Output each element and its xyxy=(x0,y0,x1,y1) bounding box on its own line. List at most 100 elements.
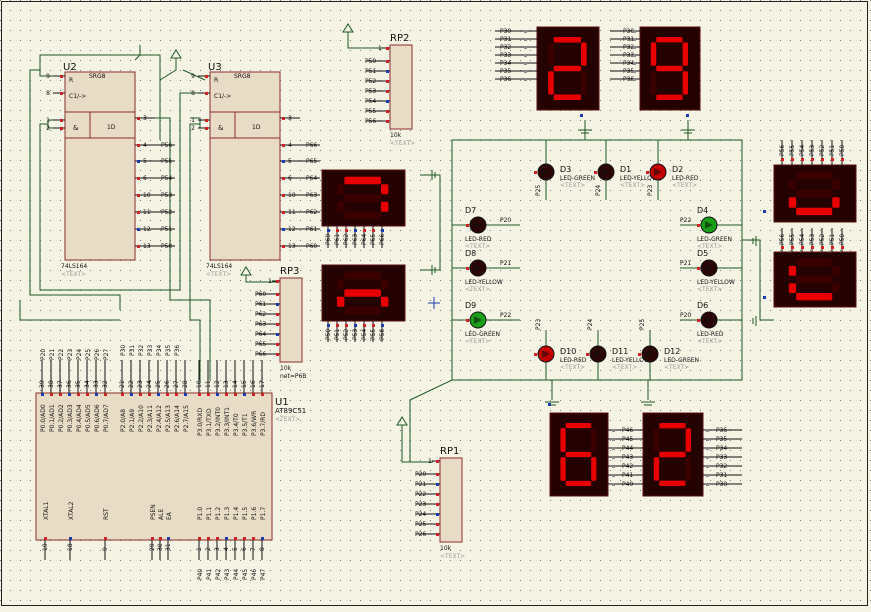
display-bottom-pair[interactable]: P46P45P44P43P42P41P40P36P35P34P33P32P31P… xyxy=(548,403,742,497)
mcu-p2-pin-label: P2.2/A10 xyxy=(138,405,145,432)
display-net: P31 xyxy=(500,36,511,43)
segment-d xyxy=(553,94,582,101)
shift-register-pin-number: 11 xyxy=(288,209,296,216)
display-net: P34 xyxy=(623,60,634,67)
mcu-pin-number: 39 xyxy=(39,380,46,388)
pin-marker xyxy=(436,483,439,486)
pin-marker xyxy=(345,324,348,327)
segment-a xyxy=(796,258,833,266)
segment-c xyxy=(380,201,389,212)
shift-register-pin-number: 3 xyxy=(288,115,292,122)
pin-marker xyxy=(276,323,279,326)
led-net: P20 xyxy=(680,312,691,319)
pin-marker xyxy=(386,100,389,103)
shift-register-pin-number: 5 xyxy=(143,158,147,165)
segment-g xyxy=(344,289,381,297)
pin-marker xyxy=(524,30,527,33)
led-net: P23 xyxy=(647,185,654,196)
pin-marker xyxy=(252,537,255,540)
shift-register-pin-number: 10 xyxy=(143,192,151,199)
resistor-pack-ref: RP1 xyxy=(440,446,459,457)
display-net: P53 xyxy=(809,234,816,245)
pin-marker xyxy=(69,537,72,540)
shift-register-and: & xyxy=(218,124,224,132)
display-top-pair[interactable]: P30P31P32P33P34P35P36P30P31P32P33P34P35P… xyxy=(495,26,701,117)
segment-g xyxy=(659,451,686,458)
segment-c xyxy=(685,457,691,481)
pin-marker xyxy=(205,119,208,122)
led-type: LED-GREEN xyxy=(697,236,732,243)
pin-marker xyxy=(261,393,264,396)
pin-marker xyxy=(130,393,133,396)
led-text: <TEXT> xyxy=(672,182,697,189)
pin-marker xyxy=(638,353,641,356)
display-net: P45 xyxy=(622,436,633,443)
mcu-pin-number: 38 xyxy=(48,380,55,388)
segment-a xyxy=(344,271,381,280)
pin-marker xyxy=(706,429,709,432)
led-arrow-icon xyxy=(594,350,602,358)
pin-marker xyxy=(580,114,583,117)
display-net: P55 xyxy=(789,234,796,245)
led-type: LED-YELLOW xyxy=(620,175,658,182)
mcu-p2-net: P31 xyxy=(129,345,136,356)
mcu-p1-pin-label: P1.6 xyxy=(251,507,258,520)
mcu-p2-pin-label: P2.0/A8 xyxy=(120,409,127,432)
pin-marker xyxy=(205,75,208,78)
shift-register-u2[interactable]: U2SRG8RC1/->&1D74LS164<TEXT>981234561011… xyxy=(46,62,175,278)
mcu-p3-pin-label: P3.1/TXD xyxy=(206,408,213,436)
display-right-pair[interactable]: P56P56P55P55P54P54P53P53P52P52P51P51P50P… xyxy=(763,140,857,308)
resistor-pack-ref: RP3 xyxy=(280,266,299,277)
shift-register-part: 74LS164 xyxy=(206,263,232,270)
pin-marker xyxy=(327,324,330,327)
pin-marker xyxy=(205,127,208,130)
mcu-pin-number: 17 xyxy=(259,380,266,388)
mcu-pin-number: 16 xyxy=(250,380,257,388)
display-net: P32 xyxy=(623,44,634,51)
pin-marker xyxy=(831,158,834,161)
pin-marker xyxy=(282,228,285,231)
pin-marker xyxy=(60,92,63,95)
resistor-pack-net: P20 xyxy=(415,471,426,478)
mcu-p1-pin-label: P1.7 xyxy=(260,507,267,520)
led-text: <TEXT> xyxy=(560,364,585,371)
mcu-pin-number: 14 xyxy=(232,380,239,388)
pin-marker xyxy=(137,228,140,231)
pin-marker xyxy=(184,393,187,396)
shift-register-pin-number: 12 xyxy=(143,226,151,233)
mcu-p0-net: P21 xyxy=(49,349,56,360)
pin-marker xyxy=(363,229,366,232)
pin-marker xyxy=(633,70,636,73)
display-net: P56 xyxy=(779,234,786,245)
shift-register-u3[interactable]: U3SRG8RC1/->&1D74LS164<TEXT>981234561011… xyxy=(191,62,320,278)
shift-register-pin-number: 8 xyxy=(191,90,195,97)
mcu-pin-number: 23 xyxy=(137,380,144,388)
display-net: P63 xyxy=(352,234,359,245)
pin-marker xyxy=(77,393,80,396)
pin-marker xyxy=(586,353,589,356)
resistor-pack-net: P51 xyxy=(365,68,376,75)
pin-marker xyxy=(386,90,389,93)
mcu-bottom-pin-label: EA xyxy=(166,511,173,520)
display-net: P35 xyxy=(500,68,511,75)
pin-marker xyxy=(466,267,469,270)
led-type: LED-GREEN xyxy=(465,331,500,338)
